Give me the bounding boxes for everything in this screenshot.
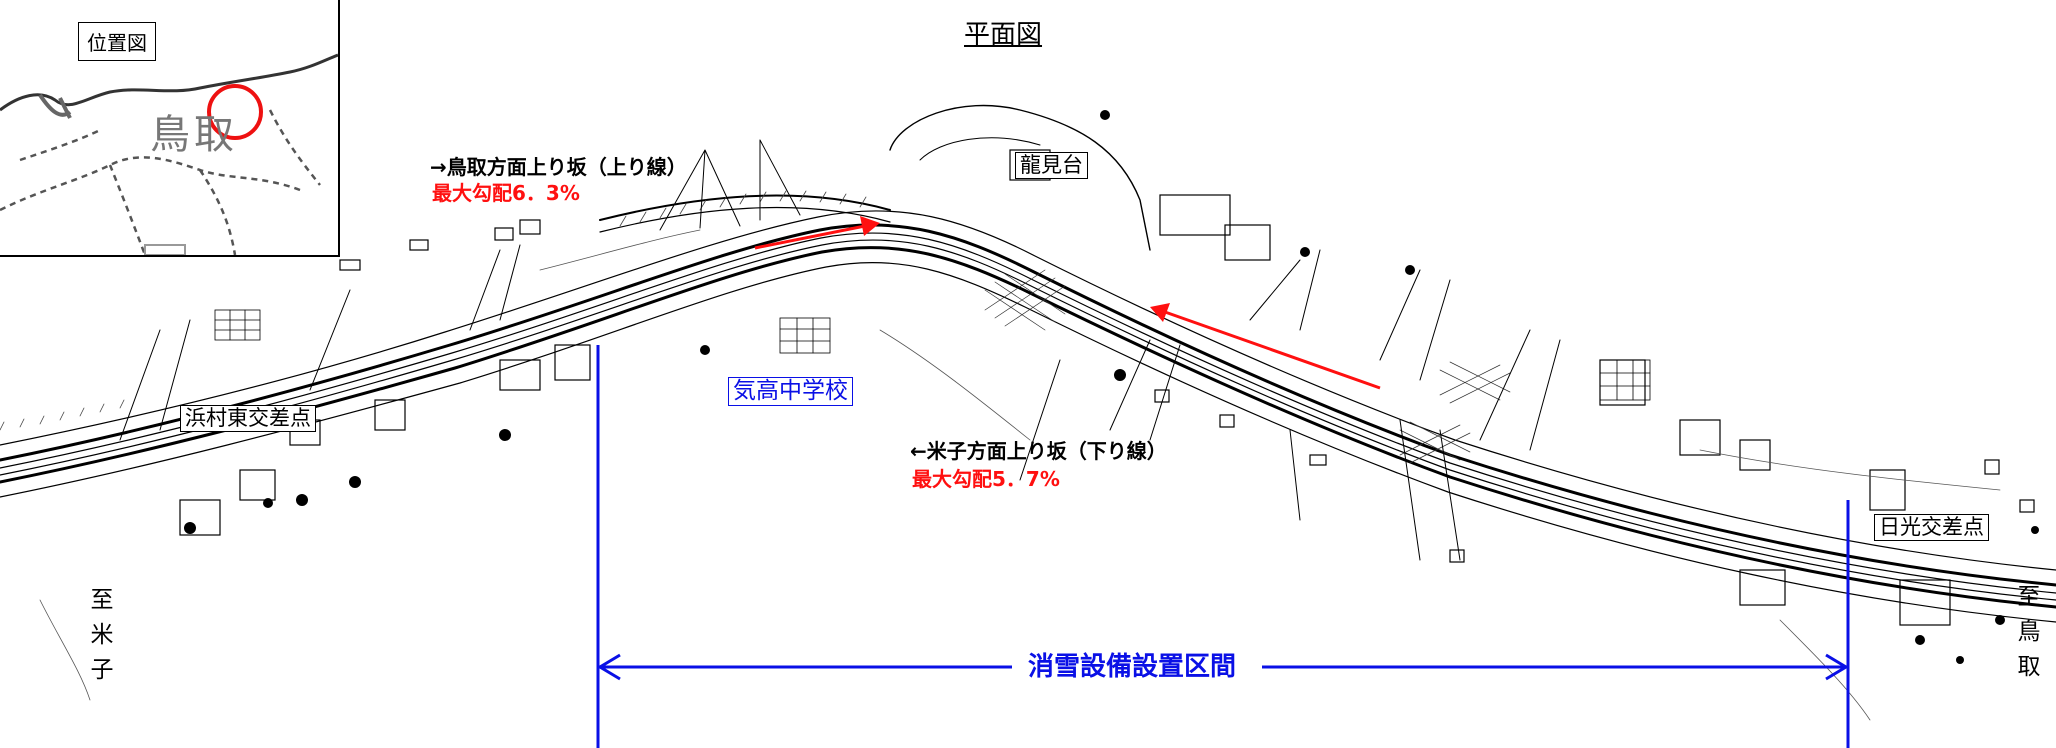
road-edge-north xyxy=(0,223,2056,587)
red-slope-arrows xyxy=(754,216,1381,390)
direction-east-tottori: 至 鳥 取 xyxy=(2017,580,2041,685)
road-edge-south xyxy=(0,246,2056,609)
yonago-max-grade-label: 最大勾配5．7% xyxy=(912,467,1060,491)
ryukendai-label: 龍見台 xyxy=(1015,152,1088,179)
inset-place-label: 鳥取 xyxy=(150,112,238,158)
yonago-upslope-label: ←米子方面上り坂（下り線） xyxy=(910,439,1167,463)
direction-west-char: 至 xyxy=(90,587,114,613)
inset-title: 位置図 xyxy=(78,22,156,61)
direction-east-char: 取 xyxy=(2017,654,2041,680)
inset-map-lines xyxy=(0,53,338,255)
direction-west-char: 米 xyxy=(90,622,114,648)
tottori-max-grade-label: 最大勾配6．3% xyxy=(432,181,580,205)
plan-title: 平面図 xyxy=(964,20,1043,50)
snow-section-label: 消雪設備設置区間 xyxy=(1022,654,1243,680)
tottori-upslope-label: →鳥取方面上り坂（上り線） xyxy=(430,155,687,179)
direction-east-char: 至 xyxy=(2017,584,2041,610)
direction-east-char: 鳥 xyxy=(2017,619,2041,645)
direction-west-char: 子 xyxy=(90,657,114,683)
nikko-intersection-label: 日光交差点 xyxy=(1874,514,1989,541)
school-label: 気高中学校 xyxy=(728,377,853,406)
hamamura-intersection-label: 浜村東交差点 xyxy=(180,405,316,432)
location-inset-map: 位置図 鳥取 xyxy=(0,0,340,257)
snow-section-markers xyxy=(596,345,1850,748)
direction-west-yonago: 至 米 子 xyxy=(90,583,114,688)
